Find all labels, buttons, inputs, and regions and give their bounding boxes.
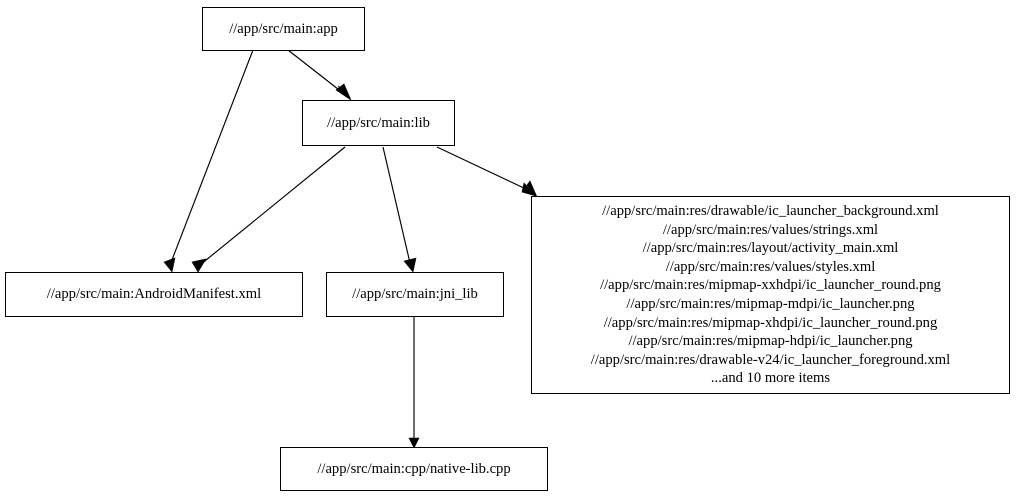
edge-app-to-manifest-arrowhead (163, 257, 176, 273)
edge-lib-to-resources-arrowhead2 (526, 180, 538, 198)
edge-lib-to-jni-lib-line (382, 146, 411, 264)
node-native-lib-cpp-label: //app/src/main:cpp/native-lib.cpp (317, 460, 511, 477)
node-jni-lib-label: //app/src/main:jni_lib (352, 286, 478, 303)
edge-lib-to-manifest (191, 146, 346, 273)
edge-lib-to-jni-lib (382, 146, 417, 273)
edge-app-to-lib-arrowhead2 (335, 83, 352, 101)
edge-lib-to-manifest-line (199, 146, 346, 266)
node-app-label: //app/src/main:app (229, 20, 338, 37)
node-resources-label: //app/src/main:res/drawable/ic_launcher_… (590, 203, 951, 387)
edge-app-to-manifest-line (169, 49, 254, 266)
edge-app-to-lib-line (287, 49, 344, 94)
edge-lib-to-resources-line (436, 146, 529, 191)
edge-jni-lib-to-native-lib (408, 317, 420, 449)
edge-app-to-manifest (163, 49, 254, 273)
node-lib-label: //app/src/main:lib (327, 114, 430, 131)
edge-jni-lib-to-native-lib-arrowhead (408, 437, 420, 449)
edge-app-to-lib (287, 49, 352, 101)
edge-lib-to-manifest-arrowhead (191, 258, 207, 273)
node-native-lib-cpp[interactable]: //app/src/main:cpp/native-lib.cpp (280, 447, 548, 491)
node-lib[interactable]: //app/src/main:lib (302, 100, 455, 146)
node-app[interactable]: //app/src/main:app (202, 7, 365, 51)
node-android-manifest[interactable]: //app/src/main:AndroidManifest.xml (5, 272, 303, 317)
node-resources[interactable]: //app/src/main:res/drawable/ic_launcher_… (531, 196, 1010, 394)
node-android-manifest-label: //app/src/main:AndroidManifest.xml (46, 286, 262, 303)
edge-lib-to-resources-arrowhead (521, 182, 537, 197)
node-jni-lib[interactable]: //app/src/main:jni_lib (326, 272, 504, 317)
edge-lib-to-jni-lib-arrowhead (403, 257, 417, 273)
edge-lib-to-resources (436, 146, 538, 198)
